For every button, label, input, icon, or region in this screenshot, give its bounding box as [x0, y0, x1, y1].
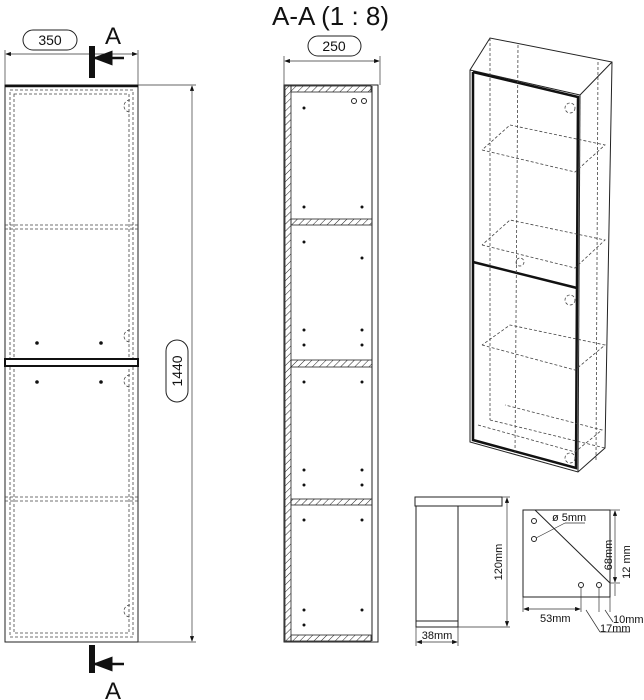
section-width-label: 250 [322, 38, 346, 54]
front-view [4, 84, 139, 643]
edge-distance-label: 10mm [613, 614, 644, 626]
section-letter-top: A [105, 23, 121, 50]
width-dimension-350: 350 [4, 29, 139, 85]
width-label: 350 [38, 32, 62, 48]
section-mark-top: A [89, 23, 124, 78]
height-label: 1440 [169, 355, 185, 386]
bracket-height-label: 68mm [603, 540, 615, 571]
leg-width-label: 38mm [422, 630, 453, 642]
section-letter-bottom: A [105, 678, 121, 700]
hole-spacing-label: 17mm [600, 623, 631, 635]
hole-diameter-label: ø 5mm [552, 512, 586, 524]
width-dimension-250: 250 [283, 35, 381, 85]
leg-height-label: 120mm [493, 544, 505, 581]
section-title: A-A (1 : 8) [272, 1, 389, 31]
bracket-width-label: 53mm [540, 613, 571, 625]
bracket-detail: ø 5mm 68mm 12 mm 53mm 17mm 10mm [522, 509, 644, 635]
section-mark-bottom: A [89, 645, 124, 700]
bracket-offset-label: 12 mm [621, 545, 633, 579]
leg-detail: 120mm 38mm [414, 496, 510, 646]
isometric-view [469, 37, 613, 473]
height-dimension-1440: 1440 [138, 84, 196, 643]
section-view [283, 84, 379, 643]
